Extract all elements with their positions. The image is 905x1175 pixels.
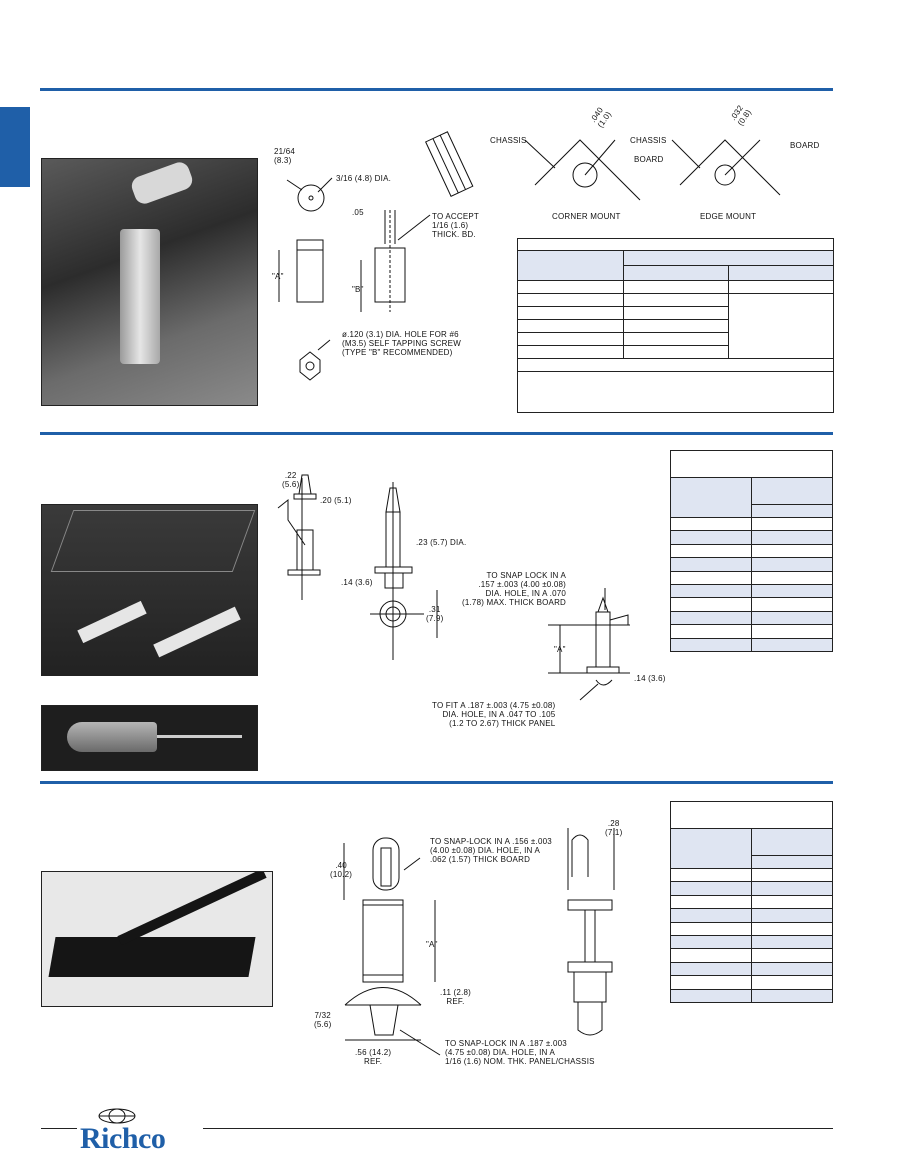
corner-mount-caption: CORNER MOUNT xyxy=(552,212,621,221)
dim-7-32: 7/32 (5.6) xyxy=(314,1011,332,1029)
chassis-label-edge: CHASSIS xyxy=(630,136,667,145)
dim-28: .28 (7.1) xyxy=(605,819,623,837)
spec-table-1 xyxy=(517,238,834,413)
dim-11-ref: .11 (2.8) REF. xyxy=(440,988,471,1006)
product-photo-snap-supports xyxy=(41,504,258,676)
globe-icon xyxy=(98,1108,136,1124)
spec-table-2 xyxy=(670,450,833,653)
screw-hole-note: ø.120 (3.1) DIA. HOLE FOR #6 (M3.5) SELF… xyxy=(342,330,461,357)
dim-23-dia: .23 (5.7) DIA. xyxy=(416,538,467,547)
board-label-corner: BOARD xyxy=(634,155,664,164)
dim-14-panel: .14 (3.6) xyxy=(634,674,666,683)
footer-rule-right xyxy=(203,1128,833,1129)
dim-b-label: "B" xyxy=(352,285,364,294)
board-label-edge: BOARD xyxy=(790,141,820,150)
dim-56-ref: .56 (14.2) REF. xyxy=(355,1048,392,1066)
edge-mount-caption: EDGE MOUNT xyxy=(700,212,757,221)
fit-panel-note: TO FIT A .187 ±.003 (4.75 ±0.08) DIA. HO… xyxy=(432,701,556,728)
chassis-label-corner: CHASSIS xyxy=(490,136,527,145)
snap-lock-board-note-2: TO SNAP-LOCK IN A .156 ±.003 (4.00 ±0.08… xyxy=(430,837,552,864)
accept-board-note: TO ACCEPT 1/16 (1.6) THICK. BD. xyxy=(432,212,479,239)
section-tab-marker xyxy=(0,107,30,187)
snap-lock-board-note: TO SNAP LOCK IN A .157 ±.003 (4.00 ±0.08… xyxy=(462,571,567,607)
product-photo-insertion-tool xyxy=(41,705,258,771)
dim-05: .05 xyxy=(352,208,364,217)
section-rule-3 xyxy=(40,781,833,784)
section-rule-1 xyxy=(40,88,833,91)
logo-wordmark: Richco xyxy=(80,1122,166,1155)
dim-14: .14 (3.6) xyxy=(341,578,373,587)
dim-a-label-2: "A" xyxy=(554,645,566,654)
chassis-support-drawing xyxy=(343,828,615,1056)
dim-40: .40 (10.2) xyxy=(330,861,353,879)
snap-lock-panel-note: TO SNAP-LOCK IN A .187 ±.003 (4.75 ±0.08… xyxy=(445,1039,595,1066)
richco-logo: Richco xyxy=(80,1108,200,1155)
pcb-support-drawing xyxy=(278,131,781,381)
dim-a-label-3: "A" xyxy=(426,940,438,949)
product-photo-chassis-mount xyxy=(41,871,273,1007)
spec-table-3 xyxy=(670,801,833,1004)
snap-support-drawing xyxy=(277,474,630,701)
dim-21-64: 21/64 (8.3) xyxy=(274,147,296,165)
dim-22: .22 (5.6) xyxy=(282,471,300,489)
section-rule-2 xyxy=(40,432,833,435)
dim-a-label: "A" xyxy=(272,272,284,281)
dim-3-16-dia: 3/16 (4.8) DIA. xyxy=(336,174,392,183)
dim-20: .20 (5.1) xyxy=(320,496,352,505)
product-photo-pcb-support xyxy=(41,158,258,406)
dim-31: .31 (7.9) xyxy=(426,605,444,623)
footer-rule-left xyxy=(41,1128,77,1129)
